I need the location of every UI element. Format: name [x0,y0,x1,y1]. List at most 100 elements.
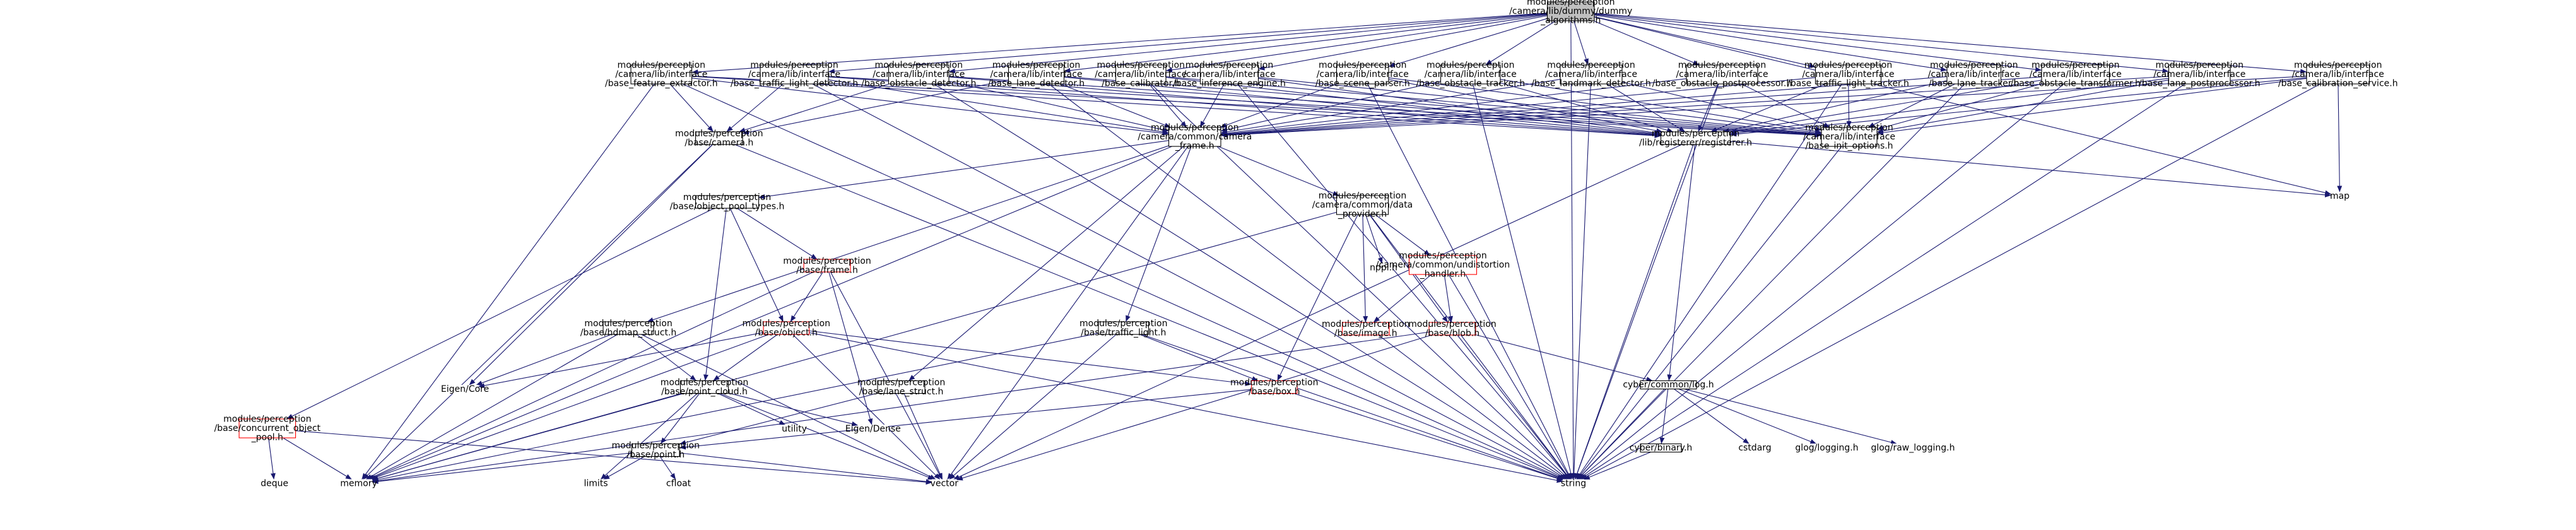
node-concpool[interactable]: modules/perception/base/concurrent_objec… [214,414,321,442]
node-objpool[interactable]: modules/perception/base/object_pool_type… [670,192,785,212]
node-frame[interactable]: modules/perception/base/frame.h [783,256,871,276]
node-label-root-line-0: modules/perception [1527,0,1614,7]
node-calib[interactable]: modules/perception/camera/lib/interface/… [1095,60,1187,88]
edge-point-to-cfloat [659,456,676,480]
node-label-box-line-1: /base/box.h [1249,387,1300,397]
node-tld[interactable]: modules/perception/camera/lib/interface/… [731,60,858,88]
node-lanetrk[interactable]: modules/perception/camera/lib/interface/… [1928,60,2020,88]
node-label-tltrk-line-0: modules/perception [1804,60,1892,70]
node-label-lanestruct-line-0: modules/perception [857,377,945,387]
edge-camframe-to-dataprov [1218,146,1339,196]
node-tl[interactable]: modules/perception/base/traffic_light.h [1079,319,1167,338]
edge-calib-to-camframe [1148,83,1187,128]
node-cstdarg: cstdarg [1738,443,1771,453]
node-label-calsvc-line-2: /base_calibration_service.h [2278,79,2398,89]
node-box-tld [760,64,829,85]
node-log[interactable]: cyber/common/log.h [1623,380,1714,390]
node-obstrk[interactable]: modules/perception/camera/lib/interface/… [1416,60,1525,88]
node-label-lanepost-line-1: /camera/lib/interface [2153,69,2245,80]
node-box-blob [1428,322,1476,336]
node-object[interactable]: modules/perception/base/object.h [743,319,830,338]
node-label-feat-line-1: /camera/lib/interface [615,69,707,80]
node-basecam[interactable]: modules/perception/base/camera.h [675,129,763,148]
node-image[interactable]: modules/perception/base/image.h [1322,319,1409,339]
edge-obstrk-to-string [1472,83,1573,480]
edge-tl-to-vector [948,334,1117,480]
node-lanestruct[interactable]: modules/perception/base/lane_struct.h [857,377,945,397]
node-label-lmk-line-0: modules/perception [1547,60,1635,70]
node-obspost[interactable]: modules/perception/camera/lib/interface/… [1652,60,1792,88]
node-box-registerer [1660,131,1731,145]
node-label-calsvc-line-0: modules/perception [2294,60,2382,70]
node-label-map-line-0: map [2330,191,2350,201]
node-lanepost[interactable]: modules/perception/camera/lib/interface/… [2139,60,2260,88]
edge-lmk-to-registerer [1606,83,1686,132]
edge-obsdet-to-initopt [948,76,1822,138]
node-label-lanetrk-line-0: modules/perception [1930,60,2018,70]
node-label-obstrans-line-0: modules/perception [2032,60,2119,70]
edge-lanestruct-to-vector [903,393,943,480]
node-box-box [1250,380,1298,394]
node-scene[interactable]: modules/perception/camera/lib/interface/… [1315,60,1410,88]
edge-obstrk-to-initopt [1500,79,1822,134]
node-label-ptcloud-line-0: modules/perception [661,377,748,387]
node-camframe[interactable]: modules/perception/camera/common/camera_… [1138,122,1252,151]
node-label-infer-line-2: /base_inference_engine.h [1173,79,1286,89]
edge-root-to-lanepost [1594,13,2169,74]
node-blob[interactable]: modules/perception/base/blob.h [1408,319,1496,339]
node-box-glog [1806,443,1848,453]
edge-root-to-lanetrk [1594,15,1948,72]
node-label-point-line-0: modules/perception [612,440,700,450]
edge-blob-to-memory [372,331,1430,484]
node-lanedet[interactable]: modules/perception/camera/lib/interface/… [988,60,1085,88]
node-infer[interactable]: modules/perception/camera/lib/interface/… [1173,60,1286,88]
node-label-obstrans-line-1: /camera/lib/interface [2030,69,2122,80]
edge-infer-to-registerer [1258,78,1661,136]
node-label-cfloat-line-0: cfloat [666,479,691,489]
node-label-cstdarg-line-0: cstdarg [1738,443,1771,453]
node-utility: utility [782,424,807,434]
node-point[interactable]: modules/perception/base/point.h [612,440,700,460]
edge-box-to-string [1293,392,1563,481]
edge-dataprov-to-image [1362,214,1368,323]
edge-obstrk-to-camframe [1220,81,1441,132]
node-label-obspost-line-1: /camera/lib/interface [1676,69,1768,80]
node-binary[interactable]: cyber/binary.h [1630,443,1693,453]
node-label-calsvc-line-1: /camera/lib/interface [2292,69,2384,80]
node-box-limits [586,479,606,488]
node-feat[interactable]: modules/perception/camera/lib/interface/… [605,60,718,88]
edge-lanetrk-to-initopt [1867,83,1956,128]
node-box-initopt [1821,127,1878,147]
node-label-root-line-2: _algorithms.h [1540,16,1601,26]
edge-root-to-calib [1165,14,1548,73]
edge-lmk-to-initopt [1621,81,1822,131]
edge-camframe-to-memory [368,146,1172,480]
edge-point-to-limits [603,456,645,480]
node-label-lanetrk-line-2: /base_lane_tracker.h [1929,79,2020,89]
edge-lanedet-to-initopt [1064,76,1822,137]
node-initopt[interactable]: modules/perception/camera/lib/interface/… [1803,122,1895,151]
node-hdmap[interactable]: modules/perception/base/hdmap_struct.h [580,319,677,338]
node-lmk[interactable]: modules/perception/camera/lib/interface/… [1531,60,1651,88]
edge-object-to-string [809,332,1563,483]
node-undist[interactable]: modules/perception/camera/common/undisto… [1376,250,1510,279]
node-obsdet[interactable]: modules/perception/camera/lib/interface/… [861,60,976,88]
node-label-lmk-line-1: /camera/lib/interface [1545,69,1637,80]
edge-lanestruct-to-point [679,392,878,445]
node-registerer[interactable]: modules/perception/lib/registerer/regist… [1639,129,1752,148]
node-tltrk[interactable]: modules/perception/camera/lib/interface/… [1787,60,1909,88]
node-calsvc[interactable]: modules/perception/camera/lib/interface/… [2278,60,2398,88]
node-label-eigendense-line-0: Eigen/Dense [845,424,901,434]
edge-infer-to-string [1237,83,1570,480]
node-cfloat: cfloat [666,479,691,489]
edge-point-to-vector [679,452,932,485]
node-root[interactable]: modules/perception/camera/lib/dummy/dumm… [1509,0,1632,26]
edge-root-to-calsvc [1594,13,2307,74]
node-dataprov[interactable]: modules/perception/camera/common/data_pr… [1312,191,1413,219]
node-label-lanedet-line-2: /base_lane_detector.h [988,79,1085,89]
edge-hdmap-to-ptcloud [636,334,697,381]
node-obstrans[interactable]: modules/perception/camera/lib/interface/… [2011,60,2141,88]
edge-camframe-to-vector [947,146,1189,480]
node-ptcloud[interactable]: modules/perception/base/point_cloud.h [661,377,748,397]
node-box[interactable]: modules/perception/base/box.h [1230,377,1318,397]
